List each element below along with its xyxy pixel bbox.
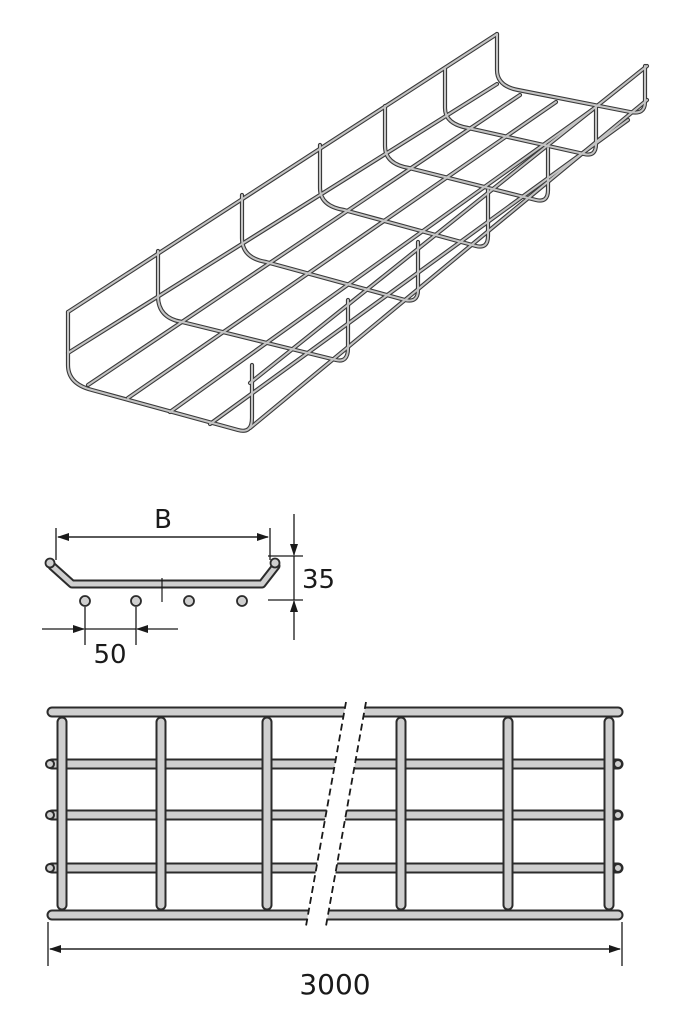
height-dimension	[268, 514, 303, 640]
length-dimension	[47, 922, 623, 966]
cross-section-view: B 35 50	[42, 505, 335, 670]
pitch-label: 50	[93, 640, 126, 670]
pitch-dimension	[42, 607, 178, 645]
isometric-view	[65, 31, 650, 433]
plan-view: 3000	[45, 701, 624, 1001]
length-label: 3000	[299, 968, 370, 1001]
width-label: B	[154, 505, 172, 535]
height-label: 35	[302, 565, 335, 595]
bottom-wire-dots	[44, 557, 281, 607]
length-break-symbol	[305, 701, 367, 927]
tray-profile	[47, 561, 281, 589]
width-dimension	[55, 528, 271, 560]
